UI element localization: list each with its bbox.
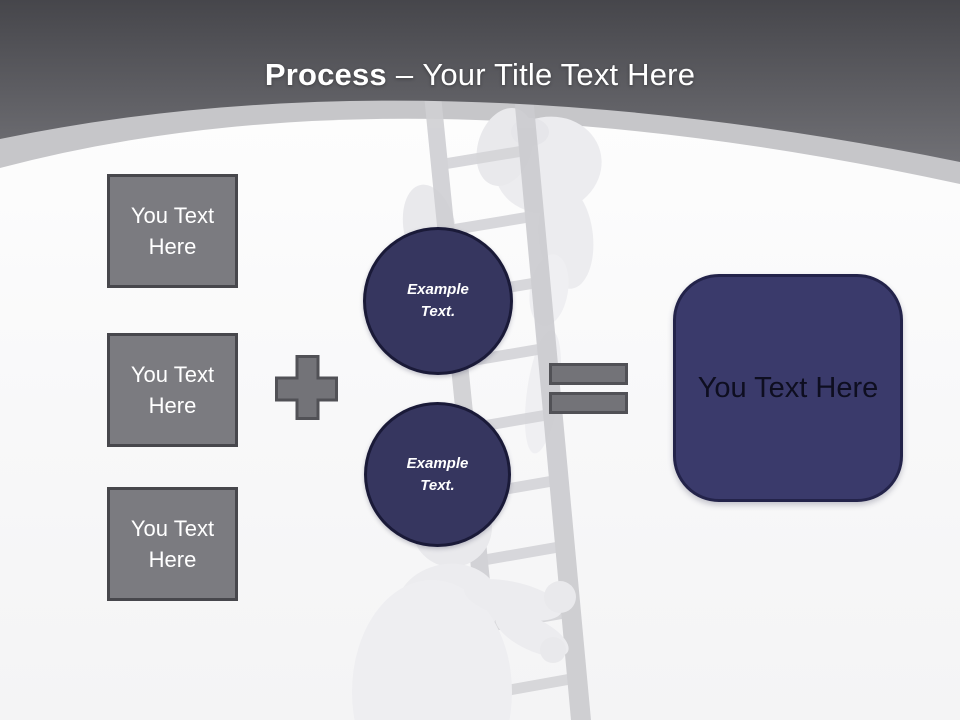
equals-bottom-bar — [549, 392, 628, 414]
example-circle-1[interactable]: Example Text. — [363, 227, 513, 375]
result-box[interactable]: You Text Here — [673, 274, 903, 502]
input-box-2-label: You Text Here — [130, 362, 215, 418]
equals-icon — [549, 363, 628, 414]
example-circle-2[interactable]: Example Text. — [364, 402, 511, 547]
climber-figure-bottom — [352, 487, 576, 720]
input-box-1[interactable]: You Text Here — [107, 174, 238, 288]
plus-icon — [275, 355, 338, 420]
title-dash: – — [395, 57, 414, 92]
input-box-1-label: You Text Here — [130, 203, 215, 259]
title-highlight: Process — [264, 57, 387, 92]
example-circle-1-label: Example Text. — [407, 281, 469, 320]
input-box-3[interactable]: You Text Here — [107, 487, 238, 601]
header-arc — [0, 0, 960, 162]
input-box-2[interactable]: You Text Here — [107, 333, 238, 447]
input-box-3-label: You Text Here — [130, 516, 215, 572]
equals-top-bar — [549, 363, 628, 385]
slide-title[interactable]: Process–Your Title Text Here — [0, 57, 960, 93]
ladder-rungs — [447, 146, 568, 697]
title-rest: Your Title Text Here — [422, 57, 696, 92]
result-box-label: You Text Here — [697, 371, 879, 404]
example-circle-2-label: Example Text. — [406, 454, 469, 494]
